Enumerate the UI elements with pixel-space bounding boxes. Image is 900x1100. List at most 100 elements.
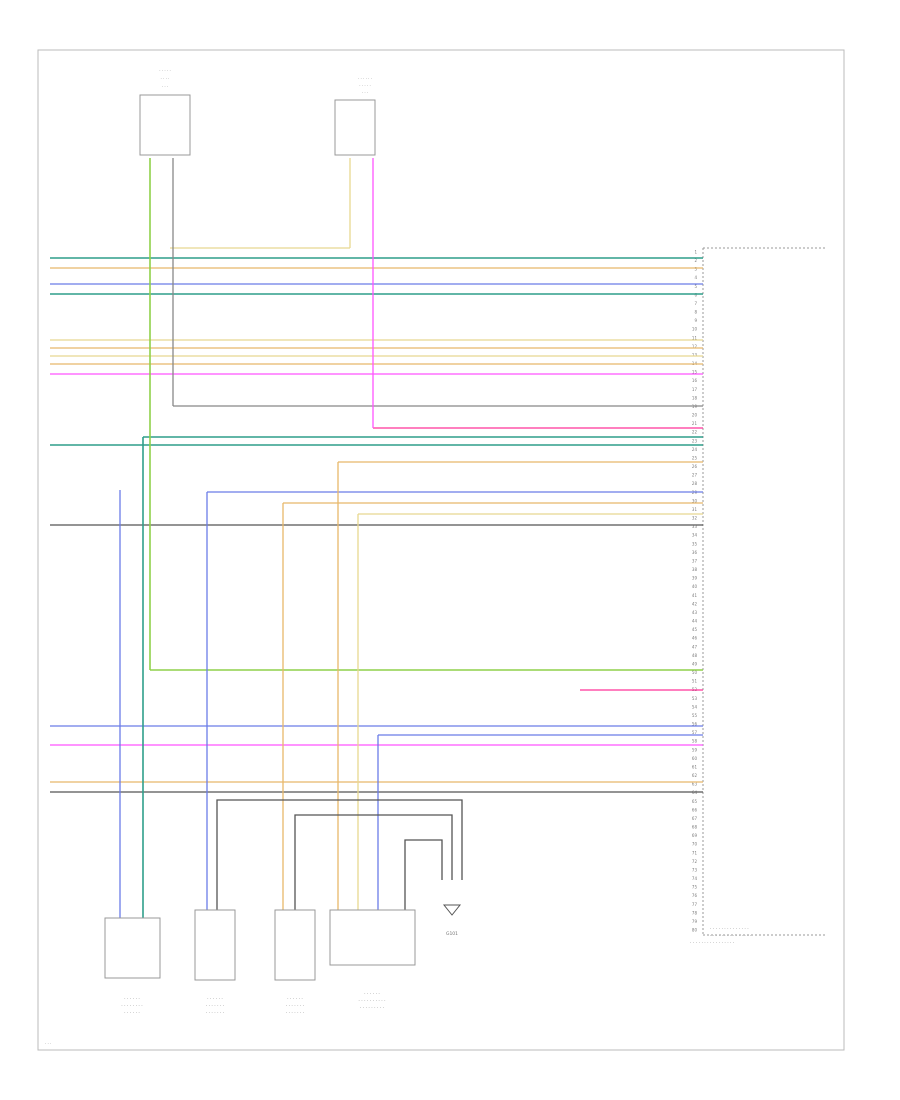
pcm-pin-33: 33 — [692, 524, 698, 529]
pcm-pin-1: 1 — [694, 250, 697, 255]
pcm-pin-numbers: 1234567891011121314151617181920212223242… — [692, 250, 698, 933]
bottom-component-2: · · · · · · · · · · · · · · · · · · · · — [194, 909, 236, 1016]
diagram-frame — [37, 49, 845, 1051]
pcm-pin-68: 68 — [692, 825, 698, 830]
pcm-pin-25: 25 — [692, 455, 698, 460]
pcm-pin-31: 31 — [692, 507, 698, 512]
svg-text:· · · · · ·: · · · · · · — [364, 992, 380, 997]
pcm-pin-74: 74 — [692, 876, 698, 881]
pcm-pin-10: 10 — [692, 327, 698, 332]
pcm-pin-20: 20 — [692, 413, 698, 418]
pcm-pin-71: 71 — [692, 850, 698, 855]
ground-label: G101 — [446, 931, 458, 937]
pcm-pin-54: 54 — [692, 704, 698, 709]
pcm-pin-62: 62 — [692, 773, 698, 778]
pcm-pin-66: 66 — [692, 807, 698, 812]
pcm-pin-50: 50 — [692, 670, 698, 675]
pcm-pin-30: 30 — [692, 498, 698, 503]
pcm-pin-24: 24 — [692, 447, 698, 452]
pcm-pin-79: 79 — [692, 919, 698, 924]
pcm-pin-58: 58 — [692, 739, 698, 744]
pcm-pin-13: 13 — [692, 352, 698, 357]
pcm-pin-17: 17 — [692, 387, 698, 392]
corner-mark: · · · — [45, 1041, 51, 1046]
pcm-pin-45: 45 — [692, 627, 698, 632]
pcm-pin-28: 28 — [692, 481, 698, 486]
pcm-pin-43: 43 — [692, 610, 698, 615]
svg-text:· · · · ·: · · · · · — [159, 68, 170, 73]
pcm-pin-60: 60 — [692, 756, 698, 761]
pcm-pin-72: 72 — [692, 859, 698, 864]
pcm-pin-55: 55 — [692, 713, 698, 718]
pcm-pin-37: 37 — [692, 558, 698, 563]
svg-text:· · · · ·: · · · · · — [359, 83, 370, 88]
pcm-pin-39: 39 — [692, 576, 698, 581]
svg-text:· · ·: · · · — [162, 84, 168, 89]
pcm-pin-65: 65 — [692, 799, 698, 804]
pcm-pin-76: 76 — [692, 893, 698, 898]
wires-horizontal — [50, 247, 703, 793]
pcm-pin-53: 53 — [692, 696, 698, 701]
svg-text:· · · · · · · · ·: · · · · · · · · · — [360, 1006, 384, 1011]
svg-text:· · ·: · · · — [362, 90, 368, 95]
svg-text:· · · · · · ·: · · · · · · · — [206, 1004, 225, 1009]
pcm-pin-5: 5 — [694, 284, 697, 289]
pcm-pin-73: 73 — [692, 867, 698, 872]
svg-text:· · · · · · · · · · · · · · ·: · · · · · · · · · · · · · · · — [710, 934, 751, 939]
svg-text:· · · ·: · · · · — [161, 76, 170, 81]
svg-text:· · · · · · ·: · · · · · · · — [286, 1011, 305, 1016]
pcm-pin-59: 59 — [692, 747, 698, 752]
svg-text:· · · · · · · ·: · · · · · · · · — [121, 1004, 142, 1009]
pcm-pin-61: 61 — [692, 764, 698, 769]
pcm-pin-63: 63 — [692, 782, 698, 787]
pcm-pin-2: 2 — [694, 258, 697, 263]
pcm-pin-48: 48 — [692, 653, 698, 658]
svg-text:· · · · · ·: · · · · · · — [358, 76, 372, 81]
pcm-pin-35: 35 — [692, 541, 698, 546]
pcm-pin-18: 18 — [692, 395, 698, 400]
pcm-pin-57: 57 — [692, 730, 698, 735]
pcm-pin-77: 77 — [692, 902, 698, 907]
svg-text:· · · · · · ·: · · · · · · · — [286, 1004, 305, 1009]
bottom-component-1: · · · · · · · · · · · · · · · · · · · · — [104, 917, 161, 1016]
svg-text:· · · · · ·: · · · · · · — [124, 1011, 140, 1016]
svg-text:· · · · · · · · · · · · · ·: · · · · · · · · · · · · · · — [710, 927, 749, 932]
pcm-pin-49: 49 — [692, 661, 698, 666]
svg-text:· · · · · ·: · · · · · · — [287, 997, 303, 1002]
svg-text:· · · · · ·: · · · · · · — [124, 997, 140, 1002]
wires-vertical — [119, 158, 379, 918]
pcm-pin-70: 70 — [692, 842, 698, 847]
pcm-pin-7: 7 — [694, 301, 697, 306]
pcm-pin-4: 4 — [694, 275, 697, 280]
pcm-pin-56: 56 — [692, 722, 698, 727]
pcm-pin-69: 69 — [692, 833, 698, 838]
pcm-pin-11: 11 — [692, 335, 698, 340]
pcm-pin-3: 3 — [694, 267, 697, 272]
pcm-pin-27: 27 — [692, 473, 698, 478]
pcm-pin-38: 38 — [692, 567, 698, 572]
bottom-component-4: · · · · · · · · · · · · · · · · · · · · … — [329, 909, 416, 1011]
pcm-pin-8: 8 — [694, 310, 697, 315]
pcm-pin-22: 22 — [692, 430, 698, 435]
ground-wiring — [216, 799, 463, 918]
svg-text:· · · · · ·: · · · · · · — [207, 997, 223, 1002]
pcm-pin-80: 80 — [692, 928, 698, 933]
pcm-pin-15: 15 — [692, 370, 698, 375]
bottom-component-3: · · · · · · · · · · · · · · · · · · · · — [274, 909, 316, 1016]
pcm-pin-42: 42 — [692, 601, 698, 606]
pcm-pin-23: 23 — [692, 438, 698, 443]
pcm-pin-40: 40 — [692, 584, 698, 589]
pcm-pin-41: 41 — [692, 593, 698, 598]
pcm-pin-47: 47 — [692, 644, 698, 649]
pcm-pin-9: 9 — [694, 318, 697, 323]
pcm-connector — [702, 247, 825, 936]
pcm-pin-75: 75 — [692, 885, 698, 890]
pcm-pin-67: 67 — [692, 816, 698, 821]
pcm-pin-32: 32 — [692, 516, 698, 521]
top-right-sensor-component: · · · · · · · · · · · · · · — [334, 76, 376, 156]
pcm-pin-78: 78 — [692, 910, 698, 915]
pcm-pin-34: 34 — [692, 533, 698, 538]
svg-text:· · · · · · ·: · · · · · · · — [206, 1011, 225, 1016]
pcm-pin-26: 26 — [692, 464, 698, 469]
